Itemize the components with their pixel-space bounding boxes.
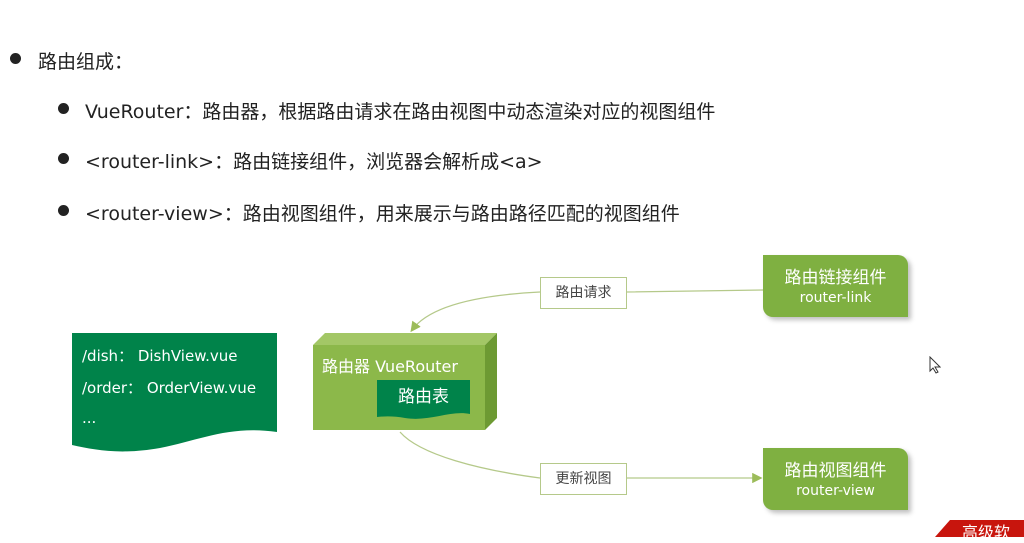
update-tag: 更新视图 [540, 463, 627, 495]
watermark-text: 高级软 [962, 523, 1011, 542]
router-link-subtitle: router-link [799, 290, 872, 306]
bullet-icon [58, 205, 69, 216]
route-dish: /dish： DishView.vue [82, 347, 238, 365]
route-table-doc: /dish： DishView.vue /order： OrderView.vu… [72, 333, 277, 453]
router-view-subtitle: router-view [796, 483, 875, 499]
route-ellipsis: ... [82, 409, 97, 427]
route-order: /order： OrderView.vue [82, 379, 257, 397]
bullet-router-view: <router-view>：路由视图组件，用来展示与路由路径匹配的视图组件 [85, 203, 680, 225]
bullet-router-link: <router-link>：路由链接组件，浏览器会解析成<a> [85, 151, 543, 173]
bullet-icon [10, 53, 21, 64]
router-view-box: 路由视图组件 router-view [763, 448, 908, 510]
watermark-banner [935, 520, 1024, 537]
request-arrow [412, 289, 764, 330]
router-label: 路由器 VueRouter [322, 357, 458, 376]
route-doc-shape [72, 333, 277, 452]
request-tag: 路由请求 [540, 277, 627, 309]
router-link-box: 路由链接组件 router-link [763, 255, 908, 317]
bullet-icon [58, 103, 69, 114]
router-view-title: 路由视图组件 [784, 461, 887, 481]
section-heading: 路由组成： [38, 51, 134, 73]
bullet-icon [58, 153, 69, 164]
mouse-cursor-icon [929, 355, 942, 374]
router-link-title: 路由链接组件 [784, 268, 887, 288]
update-arrow [399, 431, 760, 478]
route-table-label: 路由表 [398, 387, 449, 407]
router-3d-box [313, 333, 497, 430]
bullet-vuerouter: VueRouter：路由器，根据路由请求在路由视图中动态渲染对应的视图组件 [85, 101, 716, 123]
